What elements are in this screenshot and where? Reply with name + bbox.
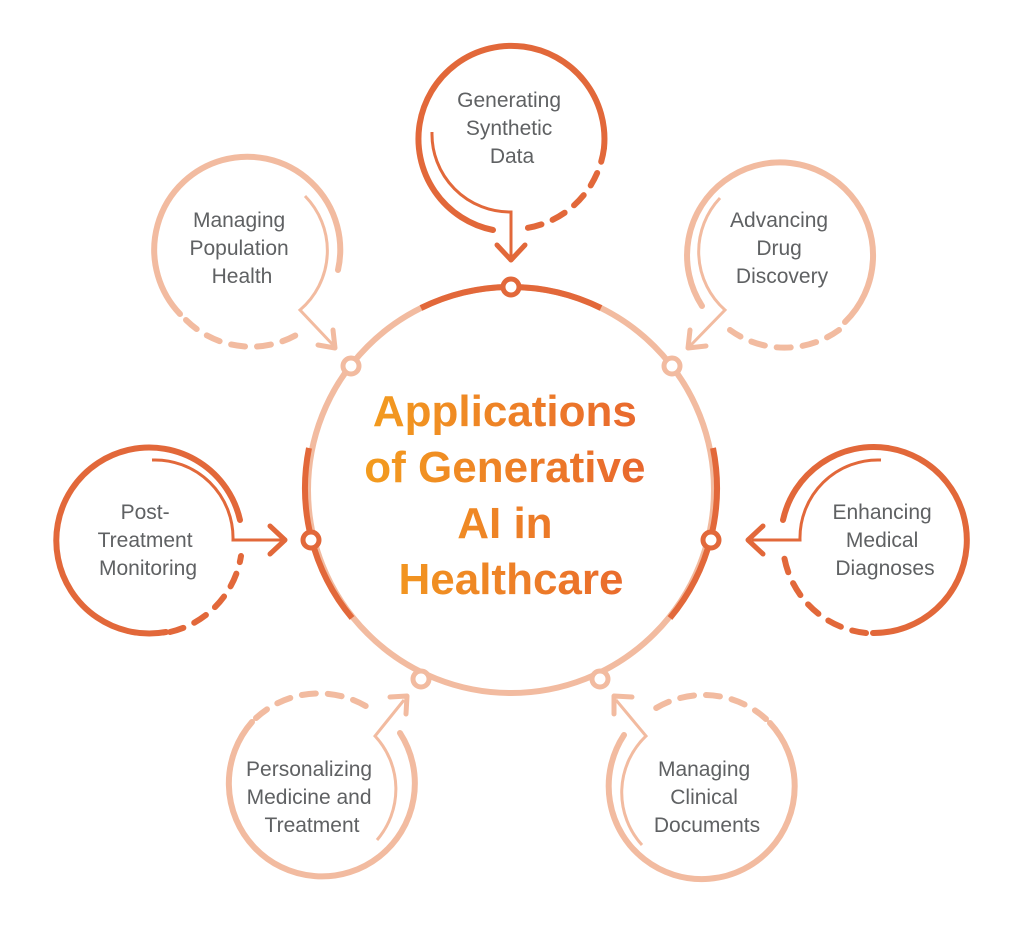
node-upper-right (661, 355, 683, 377)
hub-title-line-1: Applications (373, 387, 637, 436)
node-upper-left (340, 355, 362, 377)
node-top (500, 276, 522, 298)
satellite-managing-clinical-documents: Managing Clinical Documents (605, 692, 798, 883)
arrow-diagonal-icon (315, 327, 338, 351)
hub-title-line-3: AI in (457, 499, 552, 548)
arrow-right-icon (267, 523, 288, 557)
satellite-ring-dashed (781, 553, 869, 636)
satellite-ring-dashed (647, 692, 769, 722)
satellite-label: Post- Treatment Monitoring (98, 501, 199, 580)
arrow-left-icon (745, 523, 766, 557)
satellite-ring-dashed (524, 145, 607, 231)
satellite-ring-dashed (183, 317, 301, 350)
arrow-diagonal-icon (387, 693, 410, 717)
satellite-label: Managing Clinical Documents (654, 758, 760, 837)
hub-title-line-2: of Generative (364, 443, 645, 492)
satellite-connector (688, 196, 728, 348)
satellite-ring (684, 159, 877, 325)
satellite-enhancing-medical-diagnoses: Enhancing Medical Diagnoses (745, 444, 970, 637)
node-left (300, 529, 322, 551)
satellite-label: Generating Synthetic Data (457, 89, 567, 168)
satellite-managing-population-health: Managing Population Health (151, 153, 344, 351)
satellite-advancing-drug-discovery: Advancing Drug Discovery (684, 159, 877, 351)
satellite-connector (430, 131, 513, 258)
satellite-ring (415, 42, 608, 233)
satellite-ring (225, 719, 418, 880)
satellite-label: Managing Population Health (189, 209, 294, 288)
satellite-connector (752, 458, 882, 542)
arrow-down-icon (494, 242, 528, 263)
satellite-label: Enhancing Medical Diagnoses (832, 501, 937, 580)
hub-title: Applications of Generative AI in Healthc… (364, 387, 657, 604)
satellite-ring (780, 444, 970, 637)
satellite-ring-dashed (253, 690, 375, 721)
arrow-diagonal-icon (611, 693, 635, 717)
node-right (700, 529, 722, 551)
arrow-diagonal-icon (685, 327, 709, 351)
satellite-connector (297, 194, 336, 348)
satellite-ring-dashed (727, 327, 842, 351)
satellite-connector (373, 699, 406, 841)
satellite-personalizing-medicine: Personalizing Medicine and Treatment (225, 690, 418, 880)
node-bottom-left (410, 668, 432, 690)
node-bottom-right (589, 668, 611, 690)
satellite-ring (605, 720, 798, 883)
satellite-label: Advancing Drug Discovery (730, 209, 834, 288)
hub-title-line-4: Healthcare (398, 555, 623, 604)
satellite-post-treatment-monitoring: Post- Treatment Monitoring (53, 444, 288, 637)
satellite-label: Personalizing Medicine and Treatment (246, 758, 378, 837)
satellite-ring (53, 444, 243, 637)
satellite-connector (151, 458, 282, 542)
central-hub: Applications of Generative AI in Healthc… (300, 276, 722, 696)
satellite-ring (151, 153, 344, 317)
satellite-ring-dashed (167, 553, 244, 635)
satellite-generating-synthetic-data: Generating Synthetic Data (415, 42, 608, 263)
satellite-connector (614, 699, 649, 847)
